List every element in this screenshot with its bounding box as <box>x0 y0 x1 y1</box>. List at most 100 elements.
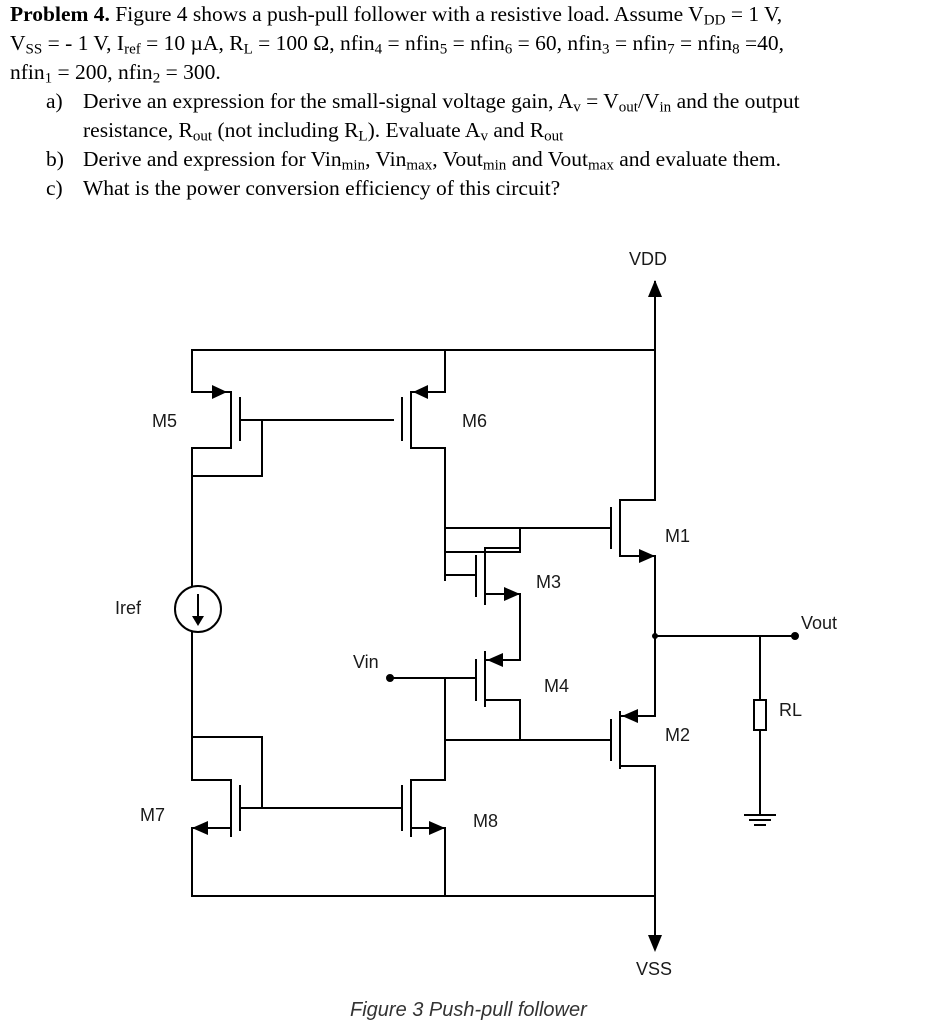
iref-source <box>174 585 222 738</box>
subscript: 4 <box>374 41 383 58</box>
subscript: L <box>358 128 368 145</box>
rich-text: nfin1 = 200, nfin2 = 300. <box>10 60 221 87</box>
rich-text: Derive and expression for Vinmin, Vinmax… <box>83 147 782 174</box>
subscript: 1 <box>44 70 53 87</box>
subscript: 2 <box>152 70 161 87</box>
subscript: out <box>618 99 638 116</box>
rich-text: Derive an expression for the small-signa… <box>83 89 800 116</box>
question-label: c) <box>46 176 63 200</box>
subscript: max <box>587 157 614 174</box>
m4-transistor <box>389 651 521 741</box>
subscript: DD <box>703 12 726 29</box>
text-run: ). Evaluate A <box>367 118 481 142</box>
text-run: (not including R <box>212 118 359 142</box>
subscript: min <box>482 157 507 174</box>
rl-resistor <box>744 635 776 826</box>
text-run: , Vout <box>432 147 483 171</box>
subscript: 5 <box>439 41 448 58</box>
problem-line-1: Problem 4. Figure 4 shows a push-pull fo… <box>10 0 915 29</box>
subscript: min <box>341 157 366 174</box>
m7-transistor <box>191 736 403 897</box>
text-run: /V <box>637 89 660 113</box>
text-run: = 60, nfin <box>512 31 603 55</box>
subscript: SS <box>25 41 43 58</box>
m4-label: M4 <box>544 676 569 696</box>
text-run: = 10 µA, R <box>140 31 244 55</box>
text-run: = V <box>580 89 619 113</box>
text-run: and Vout <box>506 147 588 171</box>
text-run: resistance, R <box>83 118 193 142</box>
text-run: What is the power conversion efficiency … <box>83 176 561 200</box>
subscript: out <box>544 128 564 145</box>
m8-transistor <box>401 739 446 897</box>
vin-label: Vin <box>353 652 379 672</box>
rich-text: What is the power conversion efficiency … <box>83 176 560 200</box>
m1-transistor <box>444 349 656 717</box>
text-run: = nfin <box>447 31 505 55</box>
subscript: 8 <box>732 41 740 58</box>
m6-transistor <box>401 349 446 581</box>
subscript: 7 <box>667 41 675 58</box>
rich-text: resistance, Rout (not including RL). Eva… <box>83 118 564 145</box>
vin-input <box>386 674 394 682</box>
rl-label: RL <box>779 700 802 720</box>
subscript: 3 <box>602 41 610 58</box>
rich-text: VSS = - 1 V, Iref = 10 µA, RL = 100 Ω, n… <box>10 31 785 58</box>
m3-transistor <box>444 527 521 661</box>
vdd-supply <box>648 280 662 351</box>
vdd-label: VDD <box>629 249 667 269</box>
subscript: ref <box>124 41 141 58</box>
question-label: a) <box>46 89 63 113</box>
text-run: =40, <box>739 31 785 55</box>
text-run: Derive and expression for Vin <box>83 147 342 171</box>
problem-statement: Problem 4. Figure 4 shows a push-pull fo… <box>10 0 915 203</box>
question-label: b) <box>46 147 64 171</box>
text-run: nfin <box>10 60 45 84</box>
subscript: out <box>192 128 213 145</box>
question-list: a) Derive an expression for the small-sig… <box>10 87 915 203</box>
question-c: c) What is the power conversion efficienc… <box>10 174 915 203</box>
figure-caption: Figure 3 Push-pull follower <box>350 999 588 1021</box>
m3-label: M3 <box>536 572 561 592</box>
m1-label: M1 <box>665 526 690 546</box>
text-run: V <box>10 31 26 55</box>
subscript: in <box>659 99 672 116</box>
text-run: Figure 4 shows a push-pull follower with… <box>115 2 704 26</box>
subscript: v <box>573 99 581 116</box>
problem-line-2: VSS = - 1 V, Iref = 10 µA, RL = 100 Ω, n… <box>10 29 915 58</box>
text-run: = 100 Ω, nfin <box>252 31 375 55</box>
text-run: = 200, nfin <box>52 60 153 84</box>
m5-label: M5 <box>152 411 177 431</box>
subscript: L <box>243 41 253 58</box>
m2-transistor <box>444 709 662 952</box>
m2-label: M2 <box>665 725 690 745</box>
text-run: = 1 V, <box>725 2 783 26</box>
m7-label: M7 <box>140 805 165 825</box>
text-run: = nfin <box>382 31 440 55</box>
m6-label: M6 <box>462 411 487 431</box>
text-run: and R <box>487 118 545 142</box>
text-run: and evaluate them. <box>613 147 782 171</box>
text-run: , Vin <box>365 147 407 171</box>
m8-label: M8 <box>473 811 498 831</box>
m5-transistor <box>191 349 394 587</box>
text-run: = nfin <box>674 31 733 55</box>
subscript: 6 <box>504 41 513 58</box>
text-run: = 300. <box>160 60 221 84</box>
vss-label: VSS <box>636 959 672 979</box>
iref-label: Iref <box>115 598 142 618</box>
question-b: b)Derive and expression for Vinmin, Vinm… <box>10 145 915 174</box>
vout-label: Vout <box>801 613 837 633</box>
rich-text: Figure 4 shows a push-pull follower with… <box>115 2 783 29</box>
problem-number: Problem 4. <box>10 2 110 26</box>
subscript: v <box>480 128 488 145</box>
text-run: Derive an expression for the small-signa… <box>83 89 574 113</box>
text-run: = - 1 V, I <box>42 31 125 55</box>
question-a: a) Derive an expression for the small-sig… <box>10 87 915 145</box>
subscript: max <box>406 157 433 174</box>
text-run: and the output <box>671 89 800 113</box>
output-node <box>652 632 799 640</box>
problem-line-3: nfin1 = 200, nfin2 = 300. <box>10 58 915 87</box>
text-run: = nfin <box>609 31 668 55</box>
